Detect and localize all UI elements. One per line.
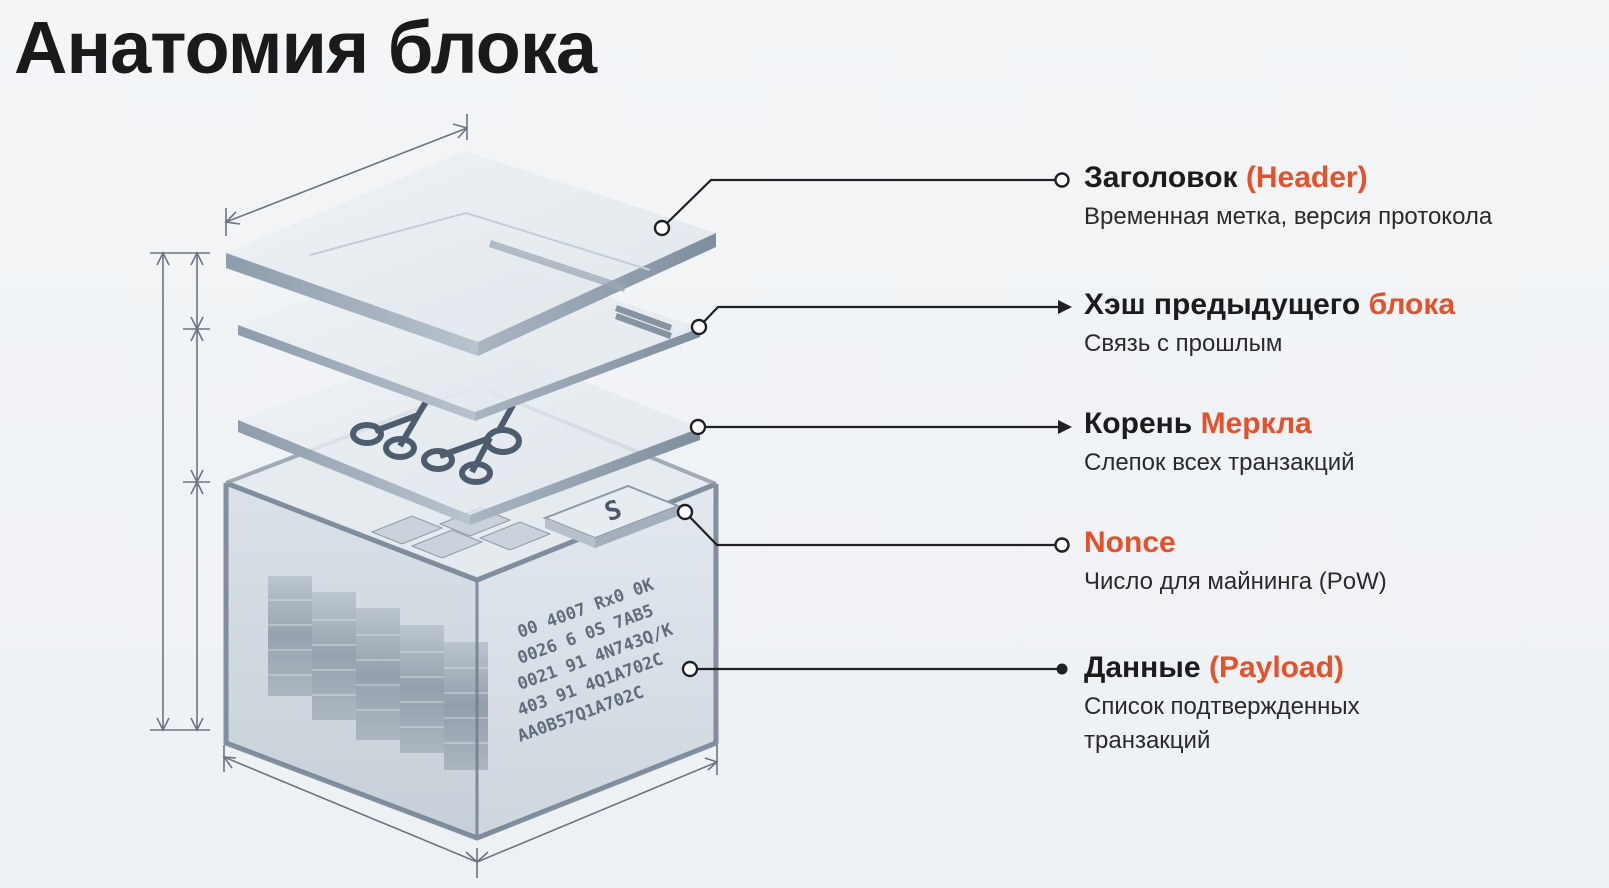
label-nonce-description: Число для майнинга (PoW): [1084, 568, 1387, 595]
label-header-description: Временная метка, версия протокола: [1084, 203, 1493, 230]
label-prev-hash: Хэш предыдущего блока Связь с прошлым: [1084, 287, 1455, 361]
label-merkle-root-title: Корень Меркла: [1084, 407, 1312, 440]
label-merkle-root: Корень Меркла Слепок всех транзакций: [1084, 406, 1355, 480]
merkle-arrow-icon: [1058, 420, 1072, 434]
header-plate: [226, 151, 716, 356]
transaction-stacks: [268, 576, 488, 770]
merkle-anchor-icon: [689, 418, 707, 436]
header-anchor-icon: [653, 219, 671, 237]
merkle-plate: [238, 335, 700, 525]
label-payload-description: Список подтвержденных транзакций: [1084, 693, 1360, 754]
payload-anchor-icon: [681, 660, 699, 678]
label-prev-hash-description: Связь с прошлым: [1084, 330, 1283, 357]
prev-hash-arrow-icon: [1058, 300, 1072, 314]
prev-hash-anchor-icon: [690, 318, 708, 336]
label-payload-title: Данные (Payload): [1084, 651, 1344, 684]
hash-bar: [615, 305, 672, 339]
page-title: Анатомия блока: [14, 6, 597, 89]
label-nonce-title: Nonce: [1084, 526, 1176, 559]
merkle-tree-icon: [350, 398, 522, 485]
nonce-anchor-icon: [676, 503, 694, 521]
label-merkle-root-description: Слепок всех транзакций: [1084, 449, 1355, 476]
dimension-lines: [150, 114, 719, 878]
label-nonce: Nonce Число для майнинга (PoW): [1084, 525, 1387, 599]
label-payload: Данные (Payload) Список подтвержденных т…: [1084, 650, 1444, 758]
label-header-title: Заголовок (Header): [1084, 161, 1368, 194]
label-header: Заголовок (Header) Временная метка, верс…: [1084, 160, 1492, 234]
nonce-terminal-circle-icon: [1054, 537, 1070, 553]
header-terminal-circle-icon: [1054, 172, 1070, 188]
label-prev-hash-title: Хэш предыдущего блока: [1084, 288, 1456, 321]
connector-lines: [661, 178, 1062, 671]
nonce-chip: S: [542, 484, 681, 548]
payload-terminal-dot-icon: [1056, 663, 1068, 675]
